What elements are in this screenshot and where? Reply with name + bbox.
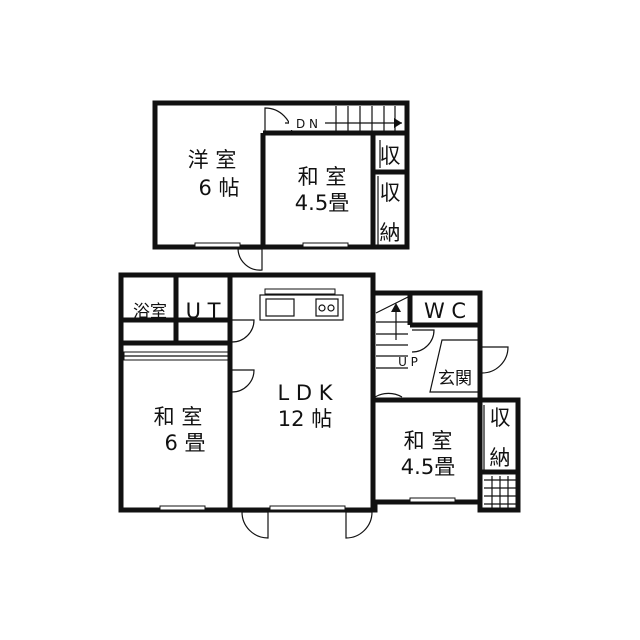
storage-upper-2-label: 収 <box>380 181 401 205</box>
washitsu6-window <box>159 505 206 511</box>
ldk-name: L D K <box>278 381 334 405</box>
upper-floor: 洋 室 6 帖 和 室 4.5畳 収 収 納 D N <box>152 100 410 271</box>
ldk-terrace-door-right <box>345 511 373 539</box>
storage-upper-1-label: 収 <box>380 144 401 168</box>
ldk-size: 12 帖 <box>278 407 332 431</box>
wc-door <box>411 329 435 353</box>
upper-outer-wall <box>152 100 410 250</box>
washitsu6-door <box>231 369 255 393</box>
washitsu6-name: 和 室 <box>154 405 203 429</box>
balcony-door <box>237 248 263 271</box>
youshitsu-name: 洋 室 <box>188 148 237 172</box>
storage-lower-label: 収 <box>490 406 511 430</box>
stairs-up-label: U P <box>398 355 418 369</box>
stairs-down-label: D N <box>296 117 318 131</box>
wc-label: W C <box>424 299 466 323</box>
storage-lower-sub: 納 <box>490 446 511 470</box>
washitsu-upper-size: 4.5畳 <box>295 191 349 215</box>
washitsu45-size: 4.5畳 <box>401 455 455 479</box>
ldk-window <box>269 505 346 511</box>
stairs-arrow-head <box>394 118 402 128</box>
genkan-label: 玄関 <box>438 369 472 389</box>
kitchen-counter <box>259 294 344 321</box>
washitsu-upper-name: 和 室 <box>298 165 347 189</box>
exterior-step <box>484 476 516 508</box>
washitsu45-window <box>409 497 456 503</box>
washitsu6-size: 6 畳 <box>164 431 205 455</box>
bath-label: 浴室 <box>133 302 167 322</box>
youshitsu-window <box>194 242 241 248</box>
upper-hall-door <box>264 107 293 136</box>
ldk-terrace-door-left <box>241 511 269 539</box>
ut-door <box>231 319 255 343</box>
washitsu45-name: 和 室 <box>404 429 453 453</box>
up-arrow-head <box>391 303 401 312</box>
front-door <box>481 346 509 374</box>
genkan-floor <box>429 339 481 393</box>
youshitsu-size: 6 帖 <box>198 176 239 200</box>
washitsu45-door <box>374 370 403 399</box>
washitsu-upper-window <box>302 242 349 248</box>
lower-stairs <box>375 296 409 369</box>
ut-label: U T <box>186 299 221 323</box>
lower-floor: 浴室 U T W C 玄関 L D K 12 帖 和 室 6 畳 和 室 4.5… <box>118 272 521 539</box>
kitchen-stove <box>315 298 339 317</box>
kitchen-window <box>264 288 336 295</box>
storage-upper-2-sub: 納 <box>380 221 401 245</box>
kitchen-sink <box>265 298 295 317</box>
